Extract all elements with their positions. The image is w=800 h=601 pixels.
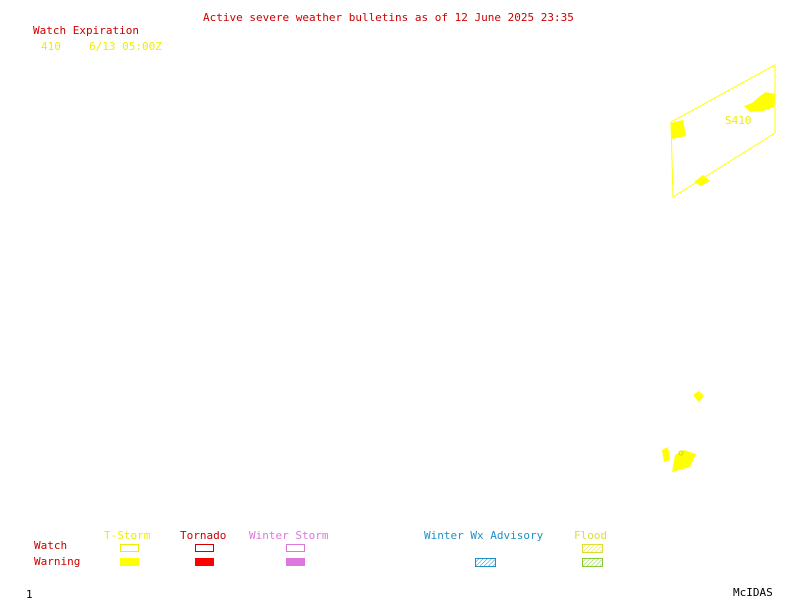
warning-polygon: [671, 120, 686, 139]
watch-label-s410: S410: [725, 114, 752, 127]
warning-polygon: [662, 447, 670, 462]
legend-heading-flood: Flood: [574, 529, 608, 542]
legend-winter-storm-watch-swatch: [286, 544, 305, 552]
legend-tstorm-warning-swatch: [120, 558, 139, 566]
legend-flood-watch-swatch: [582, 544, 603, 553]
legend-tornado-warning-swatch: [195, 558, 214, 566]
legend-heading-tornado: Tornado: [180, 529, 227, 542]
bulletin-title: Active severe weather bulletins as of 12…: [203, 11, 574, 24]
warning-polygon: [694, 175, 710, 186]
legend-winter-storm-warning-swatch: [286, 558, 305, 566]
watch-number: 410: [41, 40, 61, 53]
watch-expiration-time: 6/13 05:00Z: [89, 40, 162, 53]
watch-410-outline: [670, 64, 776, 198]
watch-expiration-heading: Watch Expiration: [33, 24, 139, 37]
warning-polygon: [672, 450, 696, 472]
legend-winter-wx-advisory-swatch: [475, 558, 496, 567]
legend-tstorm-watch-swatch: [120, 544, 139, 552]
legend-watch-label: Watch: [34, 539, 68, 552]
legend-warning-label: Warning: [34, 555, 81, 568]
legend-heading-tstorm: T-Storm: [104, 529, 151, 542]
warning-polygon: [744, 92, 775, 112]
warning-polygon: [693, 391, 704, 402]
frame-number: 1: [26, 588, 33, 601]
legend-heading-winter-wx-advisory: Winter Wx Advisory: [424, 529, 544, 542]
mcidas-brand: McIDAS: [733, 586, 773, 599]
legend-tornado-watch-swatch: [195, 544, 214, 552]
legend-flood-warning-swatch: [582, 558, 603, 567]
legend-heading-winter-storm: Winter Storm: [249, 529, 329, 542]
